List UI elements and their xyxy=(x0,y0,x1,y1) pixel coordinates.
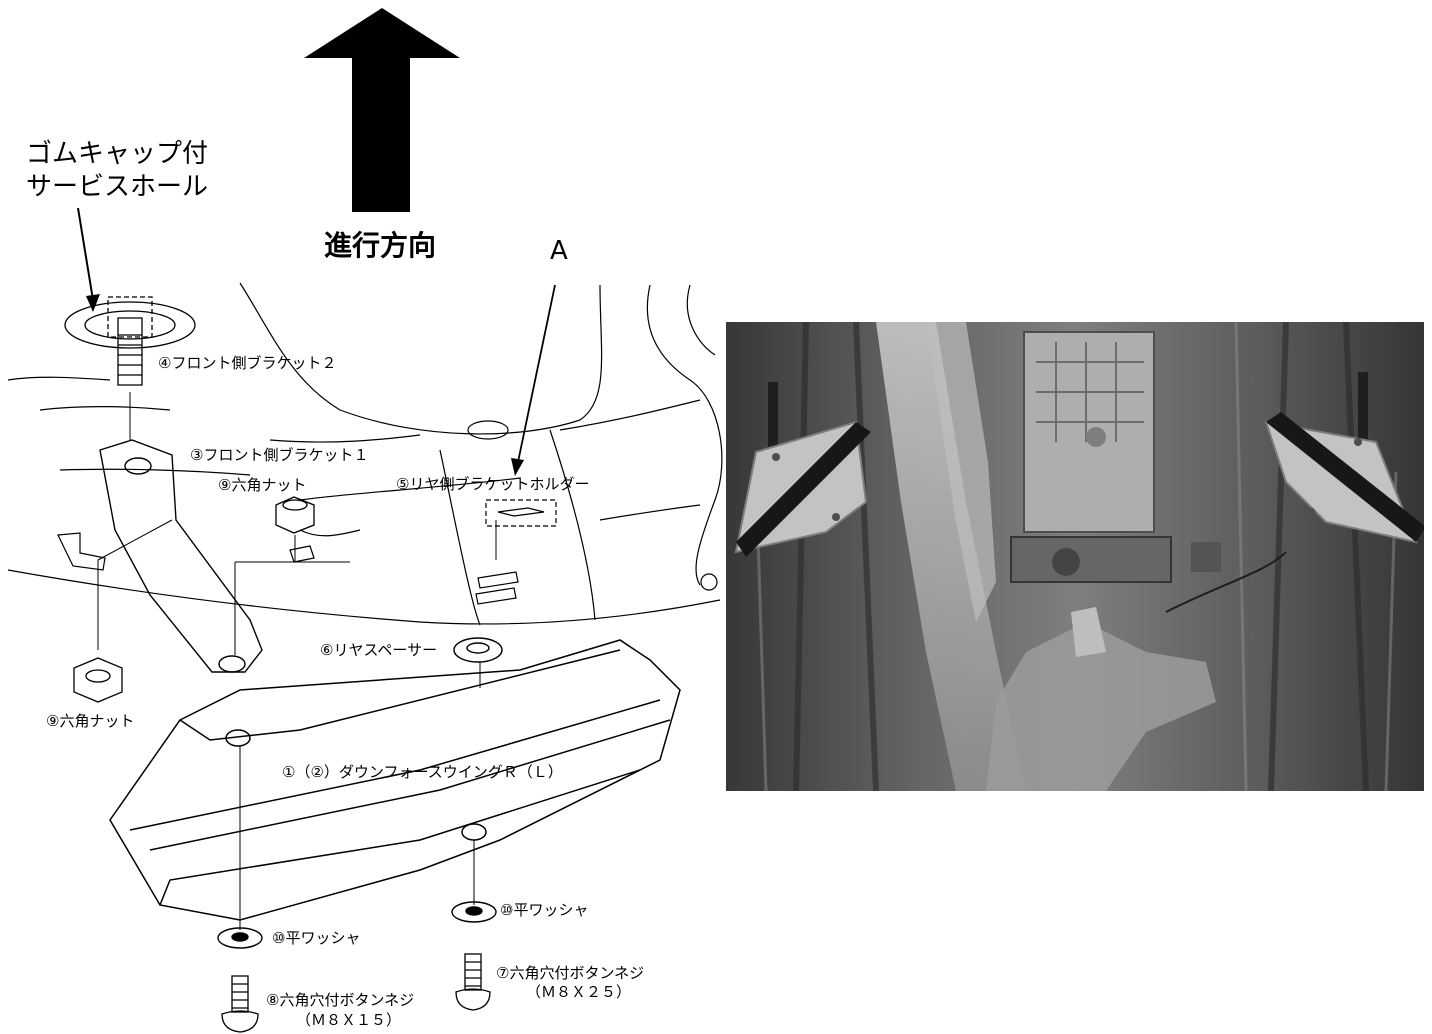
service-hole-pointer xyxy=(77,207,100,312)
part-8-label: ⑧六角穴付ボタンネジ xyxy=(266,991,414,1009)
marker-a-pointer xyxy=(511,284,556,476)
button-screw-right xyxy=(455,953,491,1011)
part-7-label: ⑦六角穴付ボタンネジ xyxy=(496,964,644,982)
hex-nut-upper xyxy=(234,496,350,655)
photo-illustration xyxy=(726,322,1424,791)
flat-washer-right xyxy=(451,901,497,923)
part-5-label: ⑤リヤ側ブラケットホルダー xyxy=(396,475,589,493)
part-9-upper-label: ⑨六角ナット xyxy=(218,476,306,494)
direction-label: 進行方向 xyxy=(324,229,436,262)
vehicle-underbody-outline xyxy=(7,282,723,626)
hex-nut-lower xyxy=(73,657,123,703)
rear-spacer xyxy=(453,637,503,688)
photo-left-wing xyxy=(734,382,871,557)
downforce-wing xyxy=(109,639,681,930)
front-bracket-2-assembly xyxy=(64,296,196,440)
button-screw-left xyxy=(221,975,259,1033)
part-3-label: ③フロント側ブラケット１ xyxy=(190,446,368,464)
part-8-size-label: （Ｍ８Ｘ１５） xyxy=(296,1011,401,1029)
photo-right-wing xyxy=(1264,372,1424,544)
part-4-label: ④フロント側ブラケット２ xyxy=(158,354,336,372)
part-10-right-label: ⑩平ワッシャ xyxy=(500,901,588,919)
service-hole-label-line2: サービスホール xyxy=(26,172,208,202)
flat-washer-left xyxy=(217,927,263,949)
part-10-left-label: ⑩平ワッシャ xyxy=(272,929,360,947)
part-6-label: ⑥リヤスペーサー xyxy=(320,641,437,659)
service-hole-label-line1: ゴムキャップ付 xyxy=(26,139,208,169)
marker-a-label: A xyxy=(550,236,568,266)
rear-bracket-holder xyxy=(485,499,557,560)
part-7-size-label: （Ｍ８Ｘ２５） xyxy=(526,983,631,1001)
direction-arrow xyxy=(304,8,460,212)
installed-wings-photo xyxy=(726,322,1424,791)
front-bracket-1 xyxy=(97,439,263,673)
part-1-label: ①（②）ダウンフォースウイングＲ（Ｌ） xyxy=(282,763,563,781)
part-9-lower-label: ⑨六角ナット xyxy=(46,712,134,730)
